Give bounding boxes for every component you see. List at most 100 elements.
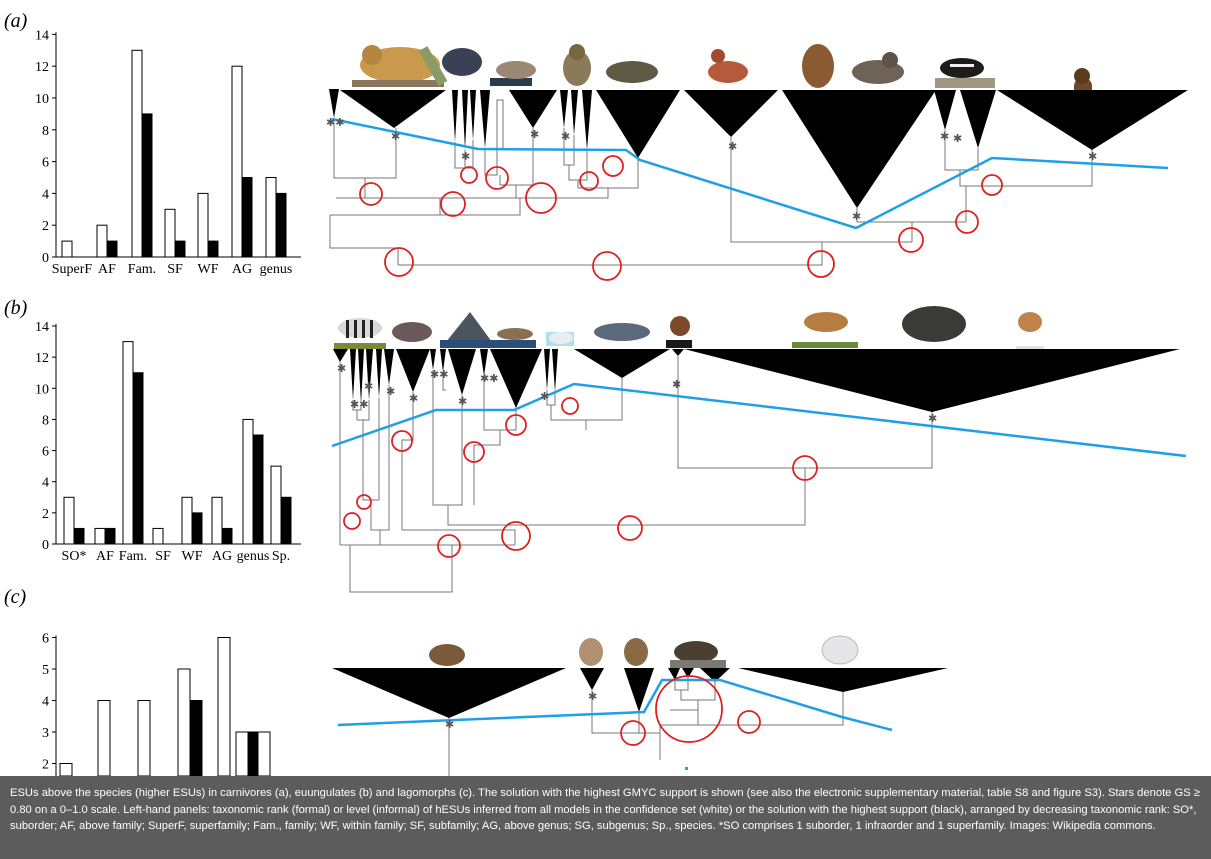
hare-image	[579, 638, 603, 666]
bar-black	[207, 240, 219, 258]
y-tick-label: 12	[35, 60, 49, 75]
y-tick-label: 6	[42, 445, 49, 460]
x-tick-label: WF	[198, 262, 219, 277]
y-tick-label: 4	[42, 476, 49, 491]
y-tick-label: 14	[35, 28, 49, 43]
tree-a: ✱✱✱✱ ✱✱✱ ✱✱✱ ✱	[326, 44, 1188, 281]
tree-a-clades	[329, 89, 1188, 208]
figure-caption: ESUs above the species (higher ESUs) in …	[0, 776, 1211, 859]
svg-text:✱: ✱	[391, 131, 400, 143]
tree-b-stars: ✱✱✱✱ ✱✱✱✱ ✱✱✱✱ ✱✱	[337, 363, 937, 425]
y-tick-label: 3	[42, 726, 49, 741]
bar-black	[191, 512, 203, 545]
tree-c: ✱✱	[332, 635, 948, 780]
bar-black	[241, 177, 253, 258]
genet-image	[490, 61, 536, 86]
tree-c-images	[429, 635, 859, 668]
y-tick-label: 2	[42, 507, 49, 522]
tree-a-stars: ✱✱✱✱ ✱✱✱ ✱✱✱ ✱	[326, 117, 1097, 223]
svg-text:✱: ✱	[940, 131, 949, 143]
skunk-image	[935, 58, 995, 88]
tree-a-circles	[359, 155, 1003, 281]
gazelle-image	[1016, 312, 1044, 350]
dolphin-image	[594, 323, 650, 341]
y-tick-label: 12	[35, 351, 49, 366]
duiker-image	[666, 316, 692, 348]
y-tick-label: 0	[42, 538, 49, 553]
bar-black	[132, 372, 144, 545]
buffalo-image	[902, 306, 966, 342]
bar-black	[252, 434, 264, 545]
bar-black	[141, 113, 153, 258]
tapir-image	[392, 322, 432, 342]
y-tick-label: 2	[42, 758, 49, 773]
x-tick-label: AF	[98, 262, 116, 277]
y-tick-label: 4	[42, 695, 49, 710]
svg-text:✱✱: ✱✱	[480, 373, 498, 385]
svg-text:✱✱: ✱✱	[350, 399, 368, 411]
tree-a-branches	[329, 99, 1093, 266]
tree-b-circles	[343, 397, 818, 558]
svg-text:✱: ✱	[386, 386, 395, 398]
bar-black	[174, 240, 186, 258]
tree-c-clades	[332, 668, 948, 718]
svg-text:✱: ✱	[728, 141, 737, 153]
x-tick-label: SF	[155, 549, 171, 564]
svg-text:✱: ✱	[540, 391, 549, 403]
y-tick-label: 10	[35, 382, 49, 397]
bar-black	[275, 192, 287, 258]
x-tick-label: Fam.	[119, 549, 147, 564]
svg-text:✱: ✱	[337, 363, 346, 375]
tree-b-clades	[333, 349, 1180, 412]
x-tick-label: Fam.	[128, 262, 156, 277]
svg-text:✱✱: ✱✱	[326, 117, 344, 129]
y-tick-label: 6	[42, 156, 49, 171]
bar-black	[280, 496, 292, 545]
pika-image	[429, 644, 465, 666]
y-tick-label: 0	[42, 251, 49, 266]
panel-label-c: (c)	[4, 586, 27, 608]
x-tick-label: SuperF	[52, 262, 93, 277]
x-tick-label: Sp.	[272, 549, 290, 564]
bear-image	[802, 44, 834, 88]
porpoise-image	[497, 328, 533, 340]
tree-b-images	[334, 306, 1044, 350]
svg-text:✱: ✱	[458, 396, 467, 408]
svg-text:✱: ✱	[461, 151, 470, 163]
bar-black	[73, 527, 85, 545]
y-tick-label: 5	[42, 663, 49, 678]
bar-white	[152, 527, 164, 545]
whale-image	[440, 312, 536, 348]
y-tick-label: 14	[35, 320, 49, 335]
tree-b-gmyc-line	[331, 382, 1187, 458]
tree-b: ✱✱✱✱ ✱✱✱✱ ✱✱✱✱ ✱✱	[331, 306, 1187, 593]
bar-white	[63, 496, 75, 545]
beluga-image	[546, 332, 574, 346]
white-hare-image	[821, 635, 859, 665]
bar-white	[61, 240, 73, 258]
hyena-image	[563, 44, 591, 86]
y-tick-label: 4	[42, 187, 49, 202]
sea-lion-image	[852, 52, 904, 84]
y-tick-label: 2	[42, 219, 49, 234]
x-tick-label: genus	[260, 262, 293, 277]
bar-black	[104, 527, 116, 545]
tree-c-stars: ✱✱	[445, 691, 597, 731]
jaguar-image	[352, 45, 444, 87]
panel-label-a: (a)	[4, 10, 28, 32]
x-tick-label: genus	[237, 549, 270, 564]
svg-text:✱: ✱	[672, 379, 681, 391]
svg-text:✱: ✱	[953, 133, 962, 145]
svg-text:✱✱: ✱✱	[430, 369, 448, 381]
tree-c-branches	[448, 678, 844, 780]
svg-text:✱: ✱	[588, 691, 597, 703]
svg-text:✱: ✱	[1088, 151, 1097, 163]
panel-label-b: (b)	[4, 297, 28, 319]
svg-text:✱: ✱	[445, 719, 454, 731]
x-tick-label: WF	[182, 549, 203, 564]
